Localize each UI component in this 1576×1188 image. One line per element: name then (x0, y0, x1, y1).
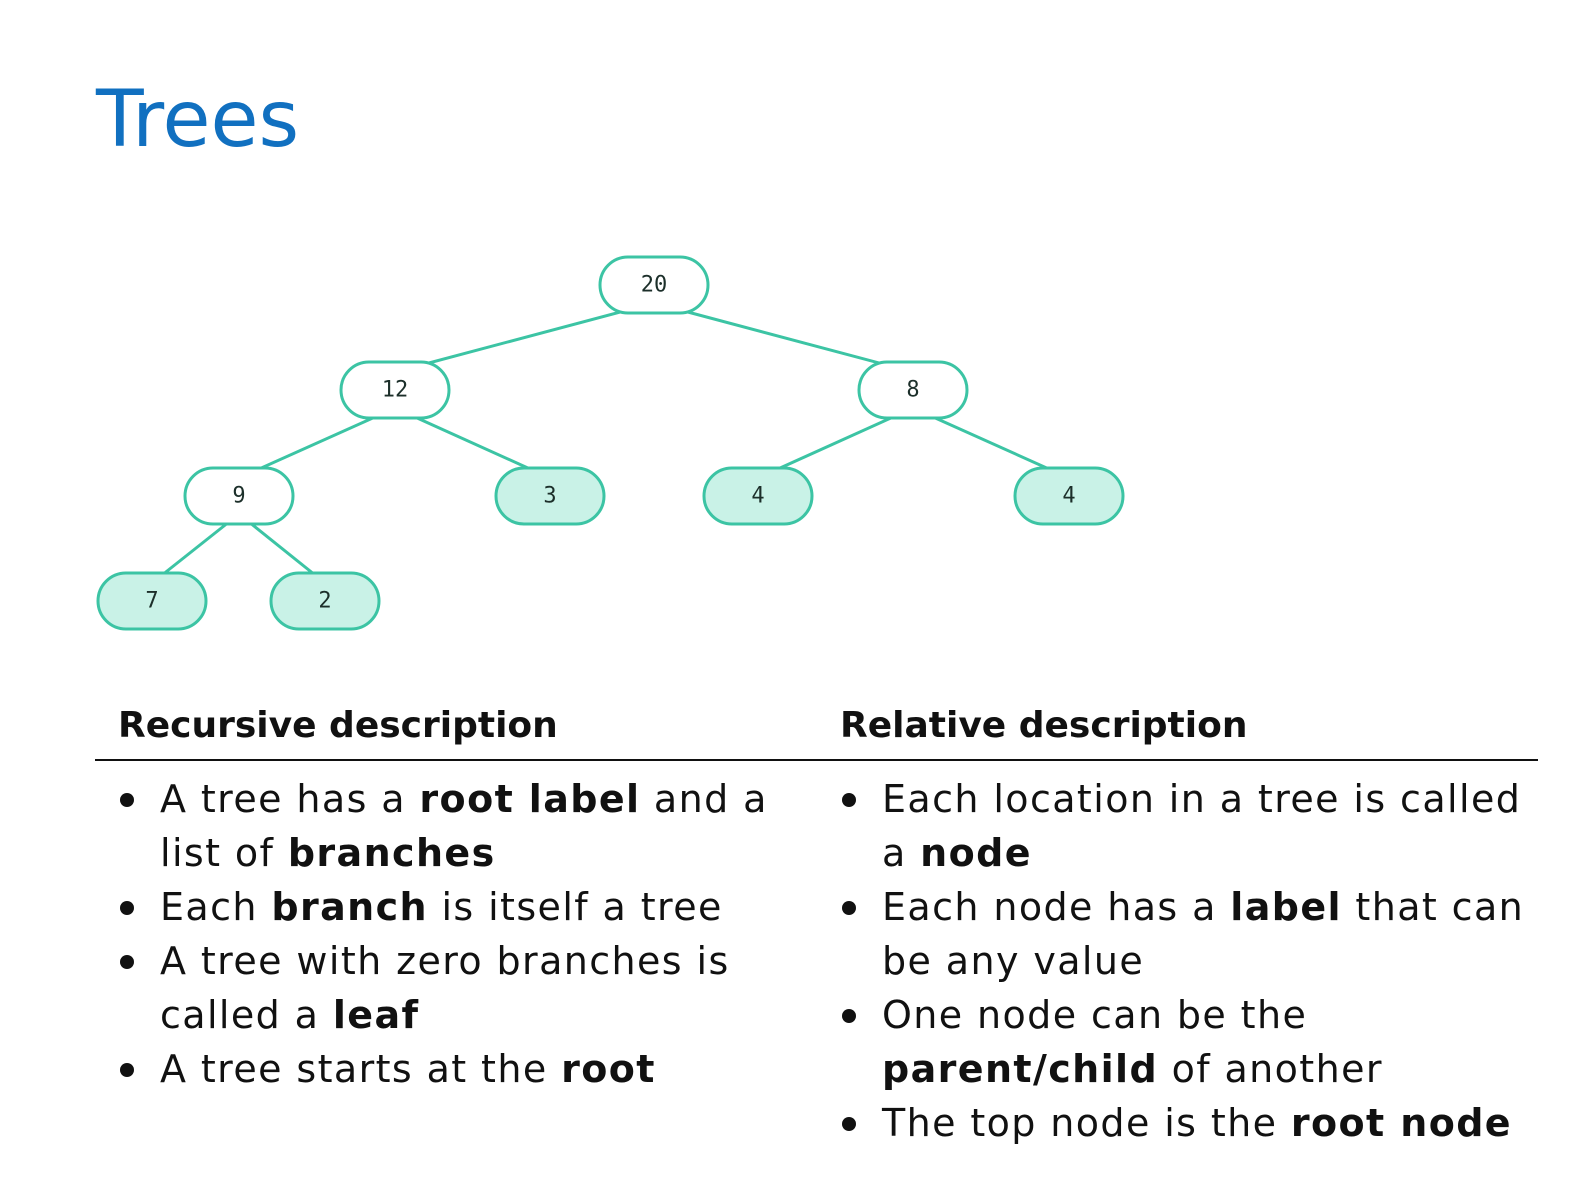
recursive-column: Recursive description (118, 700, 798, 752)
tree-node-shape (339, 360, 451, 420)
relative-list: Each location in a tree is called a node… (840, 772, 1540, 1150)
recursive-list-item: A tree with zero branches is called a le… (118, 934, 798, 1042)
tree-edges (151, 301, 1070, 585)
tree-node-label: 20 (641, 273, 668, 298)
list-text: Each node has a (882, 885, 1231, 929)
header-divider (95, 759, 1538, 761)
bold-term: leaf (332, 993, 420, 1037)
relative-list-item: Each node has a label that can be any va… (840, 880, 1540, 988)
tree-node-n3: 3 (494, 466, 606, 526)
relative-column: Relative description (840, 700, 1540, 752)
tree-edge-n8-n4a (757, 406, 914, 480)
tree-node-shape (269, 571, 381, 631)
list-text: One node can be the (882, 993, 1308, 1037)
tree-node-shape (857, 360, 969, 420)
tree-node-label: 9 (232, 484, 245, 509)
tree-edge-n8-n4b (912, 406, 1070, 480)
tree-node-shape (96, 571, 208, 631)
relative-list-item: Each location in a tree is called a node (840, 772, 1540, 880)
list-text: A tree with zero branches is called a (160, 939, 730, 1037)
tree-node-label: 8 (906, 378, 919, 403)
recursive-list-item: Each branch is itself a tree (118, 880, 798, 934)
recursive-list-item: A tree starts at the root (118, 1042, 798, 1096)
bold-term: root (561, 1047, 656, 1091)
tree-edge-n20-n8 (653, 301, 914, 374)
bold-term: branch (271, 885, 428, 929)
tree-node-n8: 8 (857, 360, 969, 420)
tree-node-label: 2 (318, 589, 331, 614)
recursive-list-item: A tree has a root label and a list of br… (118, 772, 798, 880)
tree-node-n12: 12 (339, 360, 451, 420)
recursive-list: A tree has a root label and a list of br… (118, 772, 798, 1096)
tree-node-label: 4 (751, 484, 764, 509)
bold-term: node (920, 831, 1032, 875)
list-text: The top node is the (882, 1101, 1291, 1145)
list-text: Each location in a tree is called a (882, 777, 1522, 875)
list-text: A tree has a (160, 777, 420, 821)
tree-edge-n12-n3 (394, 406, 551, 480)
list-text: and a list of (160, 777, 768, 875)
slide-title: Trees (96, 75, 300, 165)
list-text: is itself a tree (427, 885, 723, 929)
list-text: of another (1158, 1047, 1383, 1091)
tree-node-n9: 9 (183, 466, 295, 526)
list-text: that can be any value (882, 885, 1525, 983)
tree-edge-n20-n12 (394, 301, 655, 374)
list-text: Each (160, 885, 272, 929)
tree-nodes: 20 12 8 9 3 4 4 7 2 (96, 255, 1125, 631)
list-text: A tree starts at the (160, 1047, 562, 1091)
tree-node-n20: 20 (598, 255, 710, 315)
tree-diagram: 20 12 8 9 3 4 4 7 2 (96, 255, 1125, 631)
bold-term: root node (1290, 1101, 1512, 1145)
bold-term: root label (419, 777, 641, 821)
bold-term: parent/child (882, 1047, 1159, 1091)
relative-list-item: The top node is the root node (840, 1096, 1540, 1150)
tree-node-label: 3 (543, 484, 556, 509)
tree-node-shape (702, 466, 814, 526)
tree-edge-n12-n9 (238, 406, 396, 480)
bold-term: branches (287, 831, 496, 875)
tree-node-n7: 7 (96, 571, 208, 631)
tree-node-shape (1013, 466, 1125, 526)
tree-node-n2: 2 (269, 571, 381, 631)
recursive-heading: Recursive description (118, 705, 558, 746)
tree-node-label: 4 (1062, 484, 1075, 509)
tree-node-n4a: 4 (702, 466, 814, 526)
bold-term: label (1230, 885, 1342, 929)
tree-node-n4b: 4 (1013, 466, 1125, 526)
tree-node-label: 12 (382, 378, 409, 403)
relative-list-item: One node can be the parent/child of anot… (840, 988, 1540, 1096)
relative-heading: Relative description (840, 705, 1248, 746)
tree-node-label: 7 (145, 589, 158, 614)
tree-node-shape (598, 255, 710, 315)
tree-node-shape (183, 466, 295, 526)
tree-node-shape (494, 466, 606, 526)
